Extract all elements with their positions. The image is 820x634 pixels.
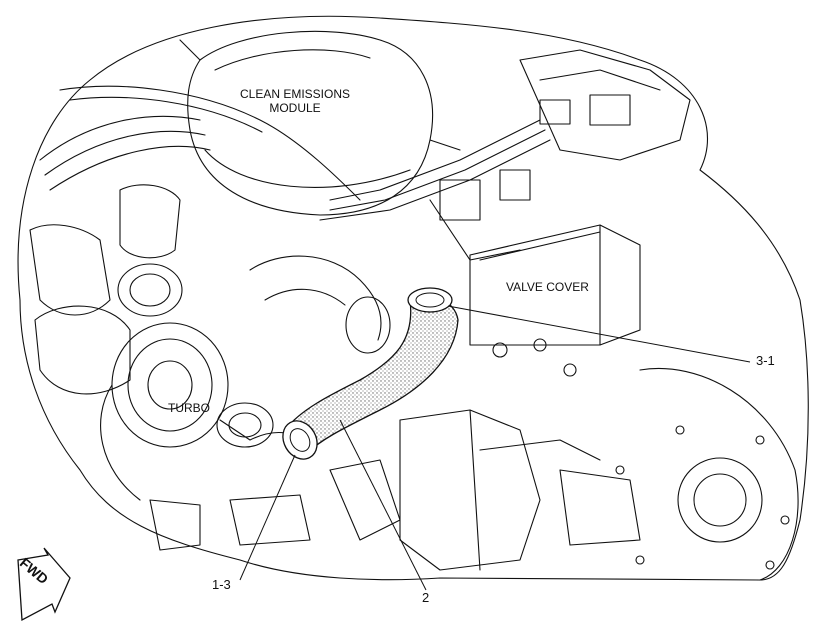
hose-clamp-upper <box>407 287 453 313</box>
leader-2 <box>339 419 427 591</box>
emissions-module-outline <box>187 30 434 216</box>
turbo-housing-outline <box>111 322 229 448</box>
leader-3-1 <box>447 305 751 363</box>
turbo-label: TURBO <box>168 401 210 415</box>
valve-cover-label: VALVE COVER <box>506 280 589 294</box>
hose-clamp-lower <box>282 420 318 460</box>
emissions-module-label-line2: MODULE <box>269 100 321 115</box>
emissions-module-label-line1: CLEAN EMISSIONS <box>239 87 351 101</box>
callout-2: 2 <box>422 590 430 605</box>
callout-3-1: 3-1 <box>756 353 775 368</box>
fwd-arrow-icon <box>17 547 71 622</box>
leader-1-3 <box>239 454 296 581</box>
callout-1-3: 1-3 <box>212 577 231 592</box>
emissions-module-label: CLEAN EMISSIONS MODULE <box>225 87 365 116</box>
